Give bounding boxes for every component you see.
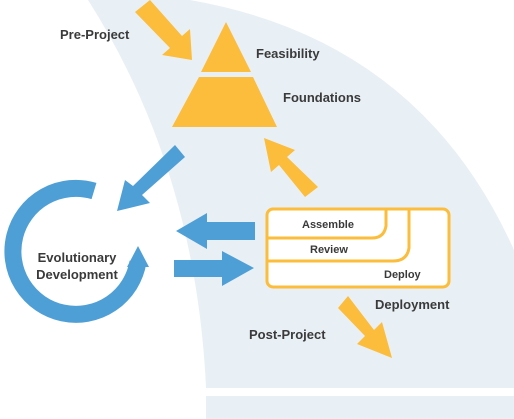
- assemble-label: Assemble: [302, 219, 354, 231]
- feasibility-label: Feasibility: [256, 46, 320, 61]
- deploy-label: Deploy: [384, 269, 422, 281]
- pre-project-label: Pre-Project: [60, 27, 130, 42]
- evolutionary-label-line2: Development: [36, 267, 118, 282]
- to-deployment-arrow: [174, 251, 254, 286]
- pre-project-arrow: [135, 0, 192, 60]
- to-foundations-arrow: [264, 138, 318, 197]
- evolutionary-cycle-arrowhead: [127, 246, 149, 267]
- foundations-trapezoid: [172, 77, 277, 127]
- deployment-box: [265, 207, 451, 289]
- deployment-label: Deployment: [375, 297, 450, 312]
- evolutionary-cycle-arrow: [4, 179, 147, 323]
- post-project-arrow: [338, 296, 392, 358]
- background-strip: [206, 396, 514, 419]
- assemble-divider: [267, 209, 388, 240]
- post-project-label: Post-Project: [249, 327, 326, 342]
- evolutionary-label-line1: Evolutionary: [38, 250, 118, 265]
- review-label: Review: [310, 244, 348, 256]
- review-divider: [267, 209, 411, 263]
- back-to-evolutionary-arrow: [176, 213, 255, 249]
- to-evolutionary-arrow: [117, 145, 185, 211]
- feasibility-triangle: [201, 22, 251, 72]
- foundations-label: Foundations: [283, 90, 361, 105]
